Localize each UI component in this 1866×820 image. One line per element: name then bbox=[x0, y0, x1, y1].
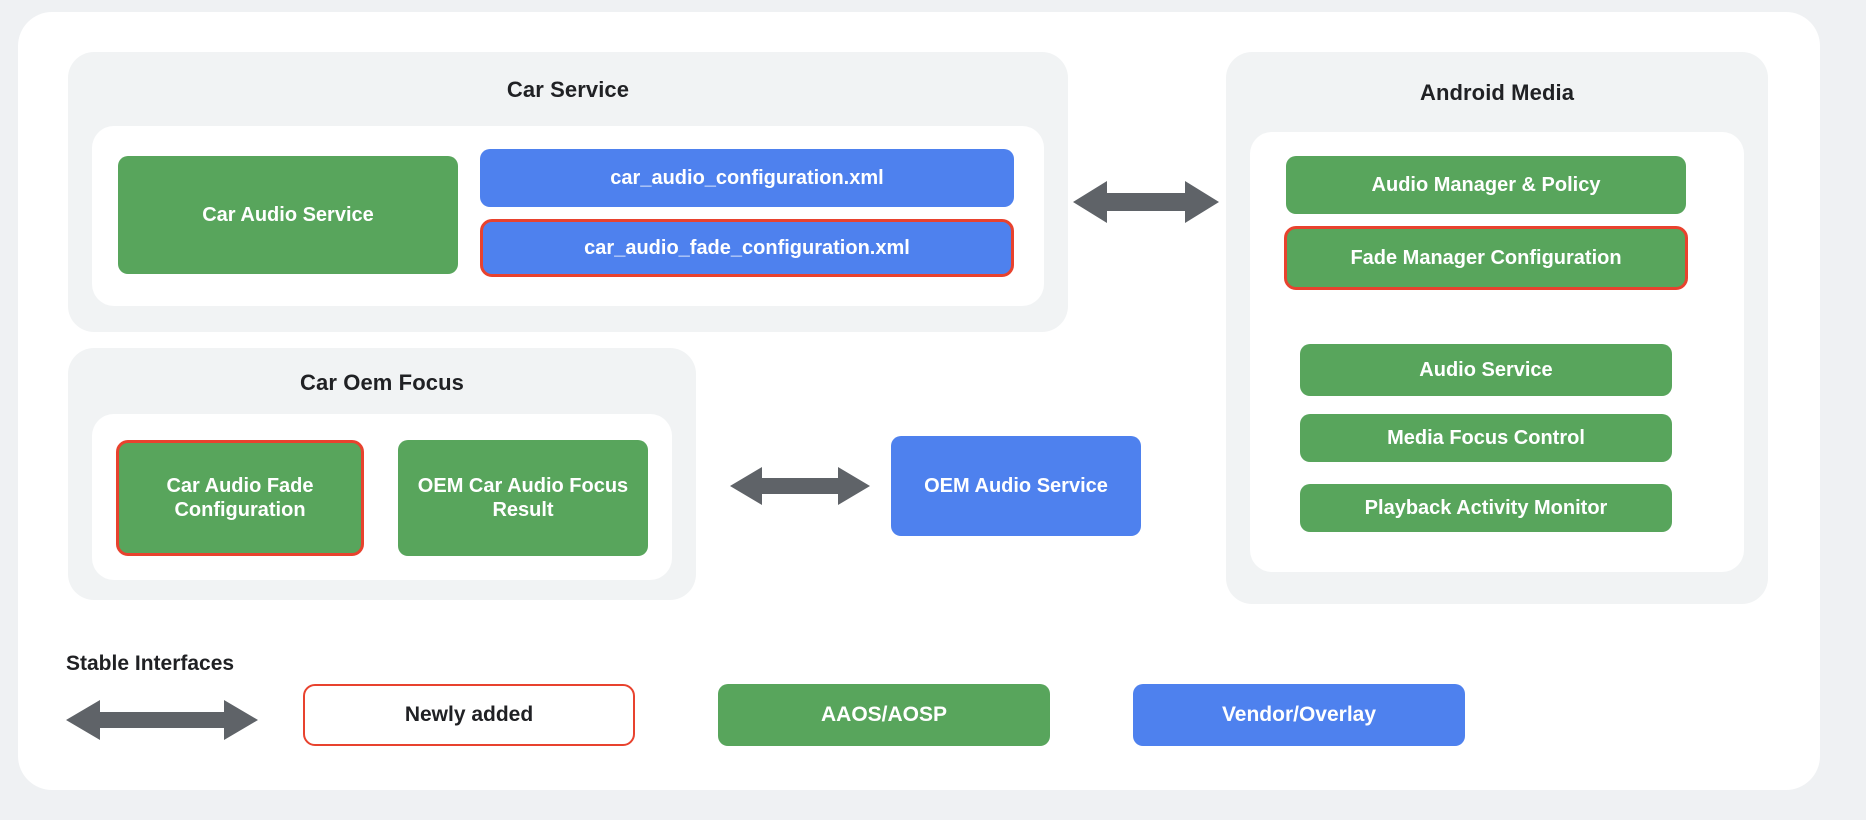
group-panel-car-oem-focus: Car Oem Focus Car Audio Fade Configurati… bbox=[68, 348, 696, 600]
legend-chip-newly-added[interactable]: Newly added bbox=[303, 684, 635, 746]
double-arrow-icon bbox=[1073, 181, 1219, 223]
inner-panel-car-service: Car Audio Service car_audio_configuratio… bbox=[92, 126, 1044, 306]
legend-chip-vendor-overlay[interactable]: Vendor/Overlay bbox=[1133, 684, 1465, 746]
node-playback-activity-monitor[interactable]: Playback Activity Monitor bbox=[1300, 484, 1672, 532]
legend-chip-aaos-aosp[interactable]: AAOS/AOSP bbox=[718, 684, 1050, 746]
node-audio-manager-and-policy[interactable]: Audio Manager & Policy bbox=[1286, 156, 1686, 214]
inner-panel-android-media: Audio Manager & Policy Fade Manager Conf… bbox=[1250, 132, 1744, 572]
arrow-car-service-to-android-media bbox=[1073, 178, 1219, 226]
diagram-canvas: Car Service Car Audio Service car_audio_… bbox=[18, 12, 1820, 790]
node-car-audio-fade-configuration-xml[interactable]: car_audio_fade_configuration.xml bbox=[480, 219, 1014, 277]
node-car-audio-fade-configuration[interactable]: Car Audio Fade Configuration bbox=[116, 440, 364, 556]
legend-stable-interfaces-arrow bbox=[66, 698, 258, 742]
legend-stable-interfaces-label: Stable Interfaces bbox=[66, 652, 235, 675]
group-title-car-service: Car Service bbox=[506, 77, 630, 102]
node-audio-service[interactable]: Audio Service bbox=[1300, 344, 1672, 396]
group-title-car-oem-focus: Car Oem Focus bbox=[300, 370, 464, 395]
double-arrow-icon bbox=[66, 700, 258, 740]
node-car-audio-configuration-xml[interactable]: car_audio_configuration.xml bbox=[480, 149, 1014, 207]
node-oem-car-audio-focus-result[interactable]: OEM Car Audio Focus Result bbox=[398, 440, 648, 556]
double-arrow-icon bbox=[730, 467, 870, 505]
node-media-focus-control[interactable]: Media Focus Control bbox=[1300, 414, 1672, 462]
arrow-car-oem-focus-to-oem-audio-service bbox=[730, 464, 870, 508]
group-title-android-media: Android Media bbox=[1419, 80, 1575, 105]
node-oem-audio-service[interactable]: OEM Audio Service bbox=[891, 436, 1141, 536]
group-panel-car-service: Car Service Car Audio Service car_audio_… bbox=[68, 52, 1068, 332]
node-car-audio-service[interactable]: Car Audio Service bbox=[118, 156, 458, 274]
inner-panel-car-oem-focus: Car Audio Fade Configuration OEM Car Aud… bbox=[92, 414, 672, 580]
group-panel-android-media: Android Media Audio Manager & Policy Fad… bbox=[1226, 52, 1768, 604]
node-fade-manager-configuration[interactable]: Fade Manager Configuration bbox=[1284, 226, 1688, 290]
